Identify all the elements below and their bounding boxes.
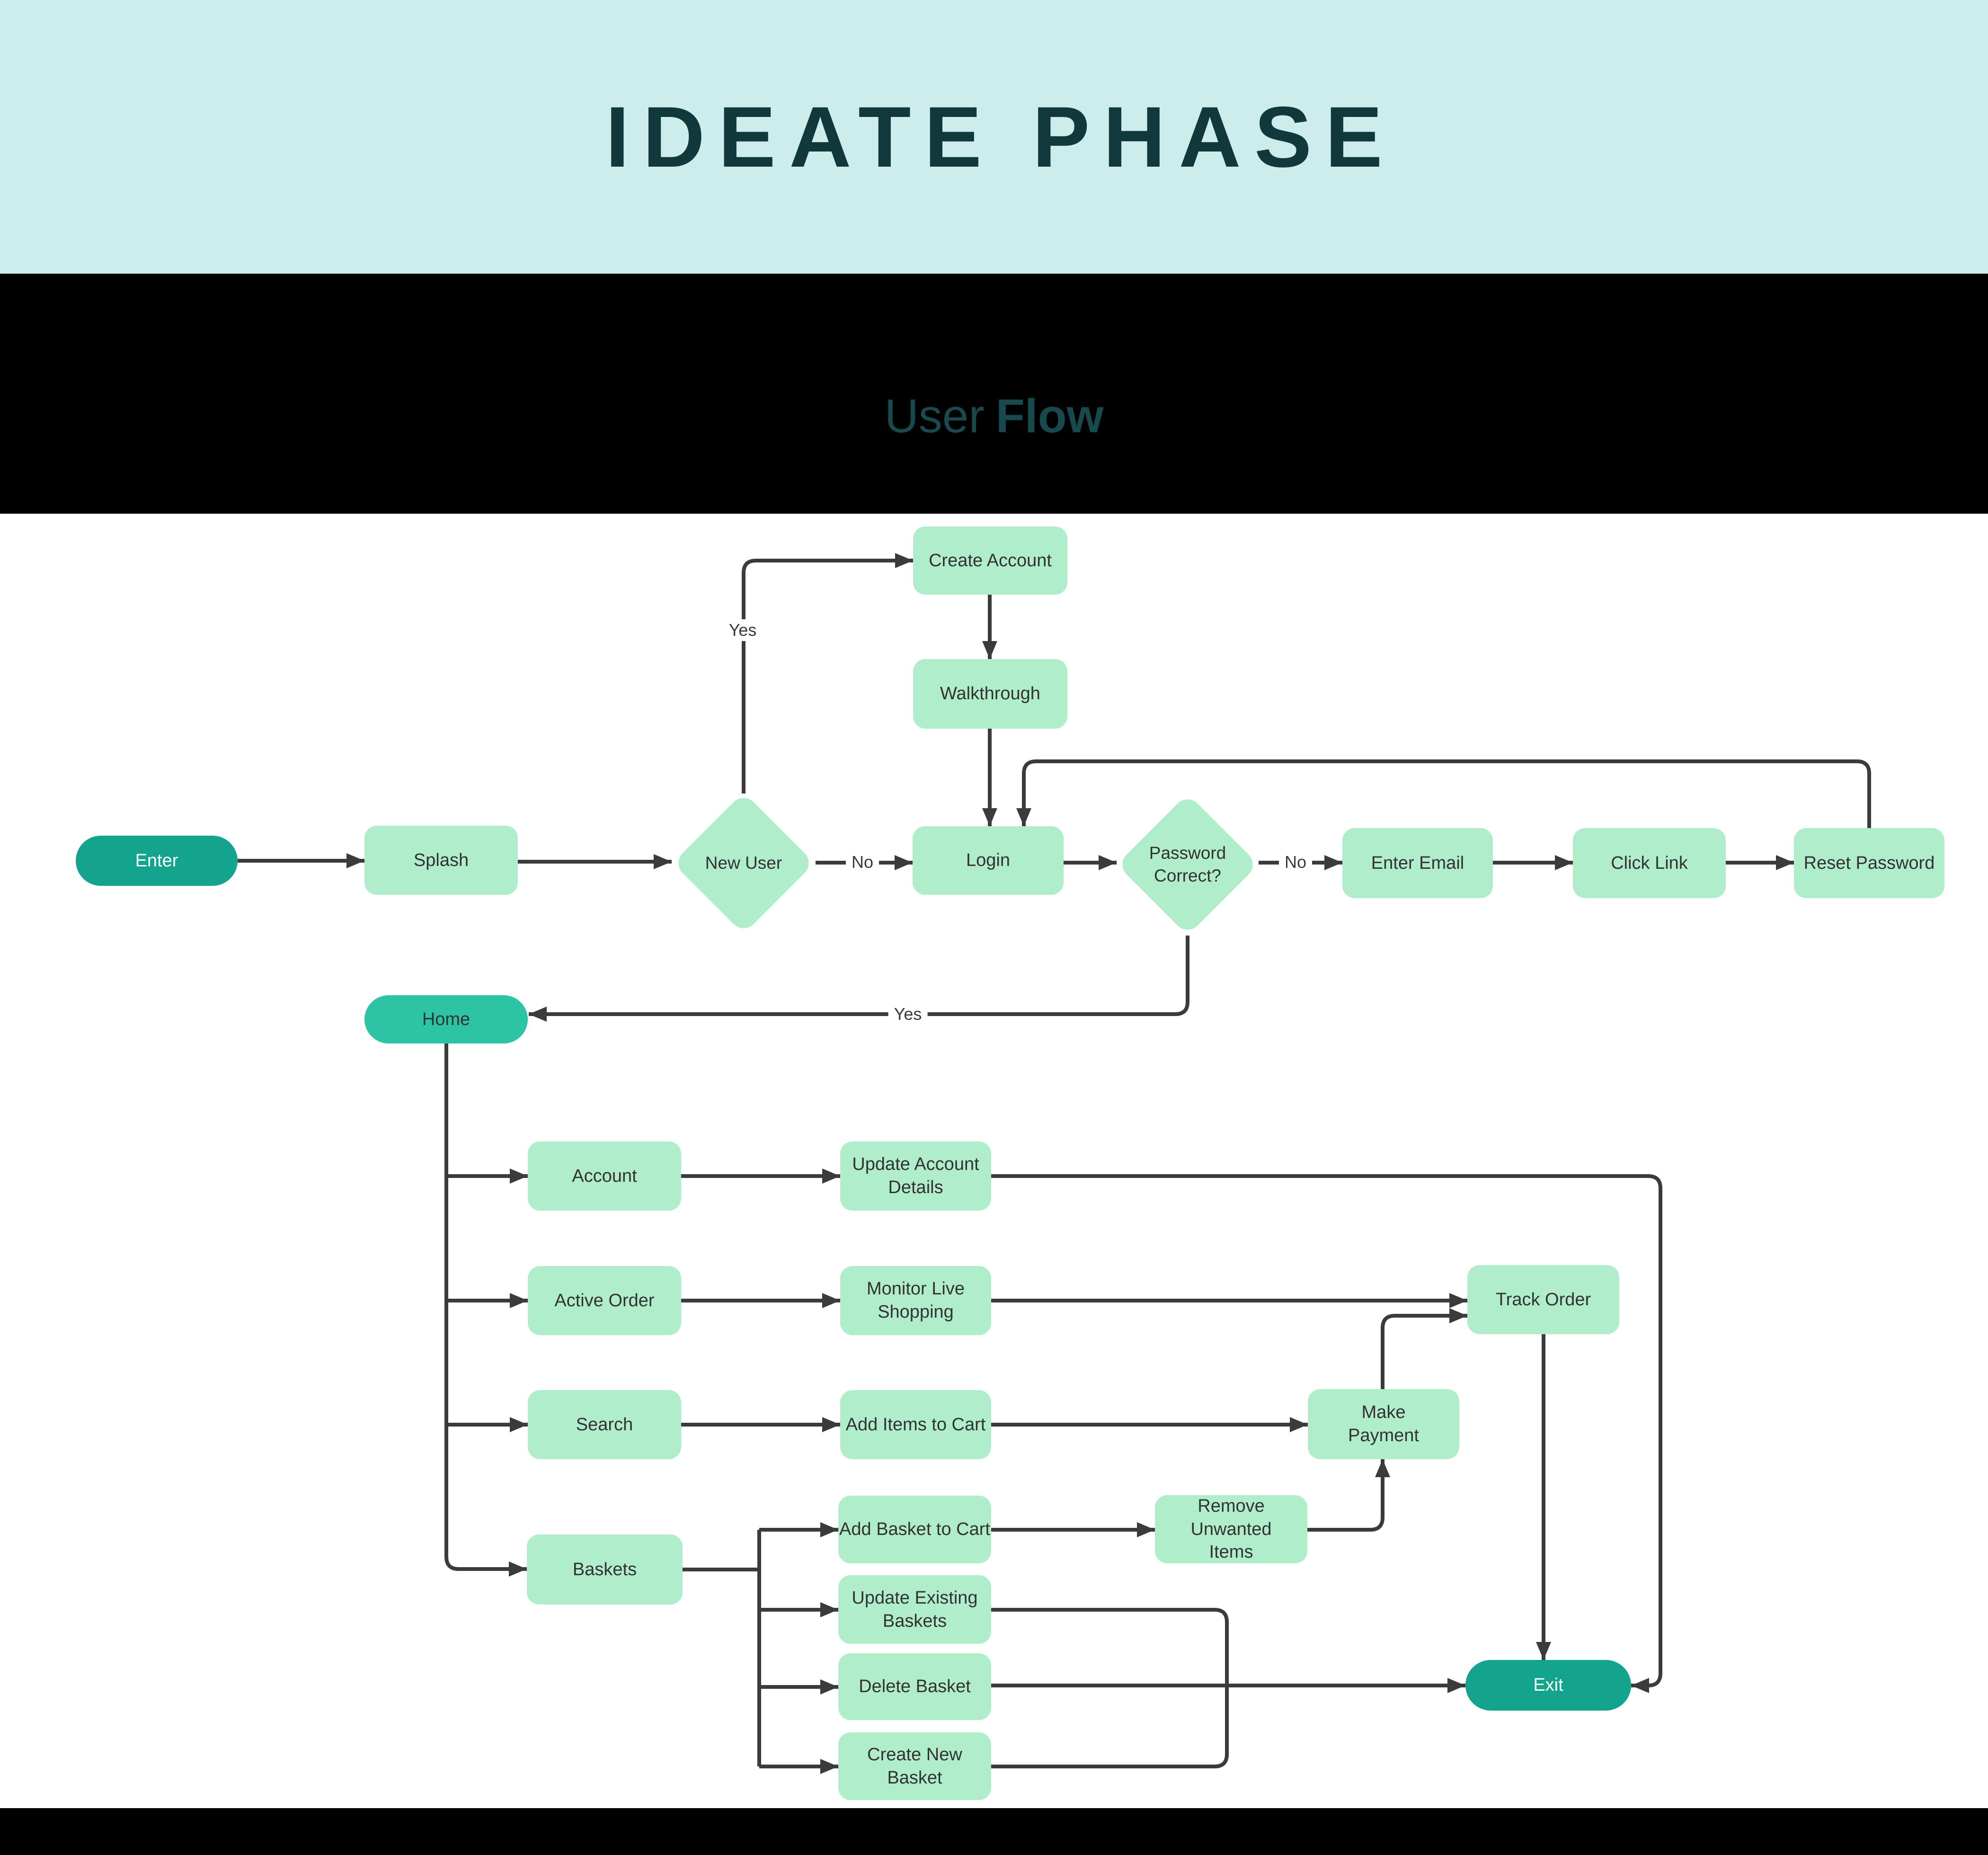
page-title: IDEATE PHASE (605, 89, 1396, 185)
section-title-bold: Flow (995, 389, 1104, 443)
header-band: IDEATE PHASE (0, 0, 1988, 274)
flowchart-canvas (0, 514, 1988, 1808)
section-title-regular: User (884, 389, 985, 443)
footer-band (0, 1808, 1988, 1855)
